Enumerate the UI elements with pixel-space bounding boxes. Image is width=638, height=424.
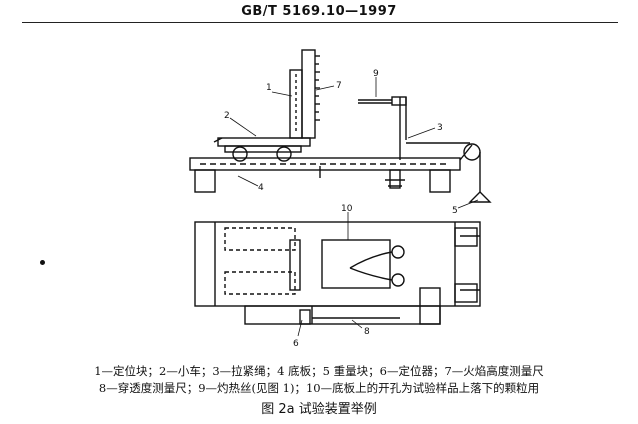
weight [468, 191, 492, 203]
standard-header: GB/T 5169.10—1997 [241, 4, 397, 19]
base-plate [189, 157, 461, 171]
label-1: 1 [266, 83, 272, 93]
figure-title: 图 2a 试验装置举例 [261, 402, 377, 417]
label-9: 9 [373, 69, 379, 79]
cart [217, 137, 311, 147]
cart-wheel-left [232, 146, 248, 162]
label-5: 5 [452, 206, 458, 216]
header-rule [22, 22, 618, 23]
apparatus-drawing: 1 7 2 3 4 5 9 10 6 8 [189, 49, 492, 349]
label-2: 2 [224, 111, 230, 121]
side-view [189, 49, 492, 203]
label-8: 8 [364, 327, 370, 337]
flame-height-ruler [301, 49, 316, 139]
penetration-ruler [244, 305, 441, 325]
cart-wheel-right [276, 146, 292, 162]
label-6: 6 [293, 339, 299, 349]
part-labels: 1 7 2 3 4 5 9 10 6 8 [224, 69, 458, 349]
label-7: 7 [336, 81, 342, 91]
label-3: 3 [437, 123, 443, 133]
label-10: 10 [341, 204, 353, 214]
caption-line-2: 8—穿透度测量尺；9—灼热丝(见图 1)；10—底板上的开孔为试验样品上落下的颗… [98, 381, 540, 395]
leader-lines [229, 77, 479, 337]
caption-line-1: 1—定位块；2—小车；3—拉紧绳；4 底板；5 重量块；6—定位器；7—火焰高度… [94, 364, 544, 378]
label-4: 4 [258, 183, 264, 193]
particle-opening [321, 239, 391, 289]
margin-dot [40, 260, 45, 265]
plan-view [194, 221, 481, 325]
